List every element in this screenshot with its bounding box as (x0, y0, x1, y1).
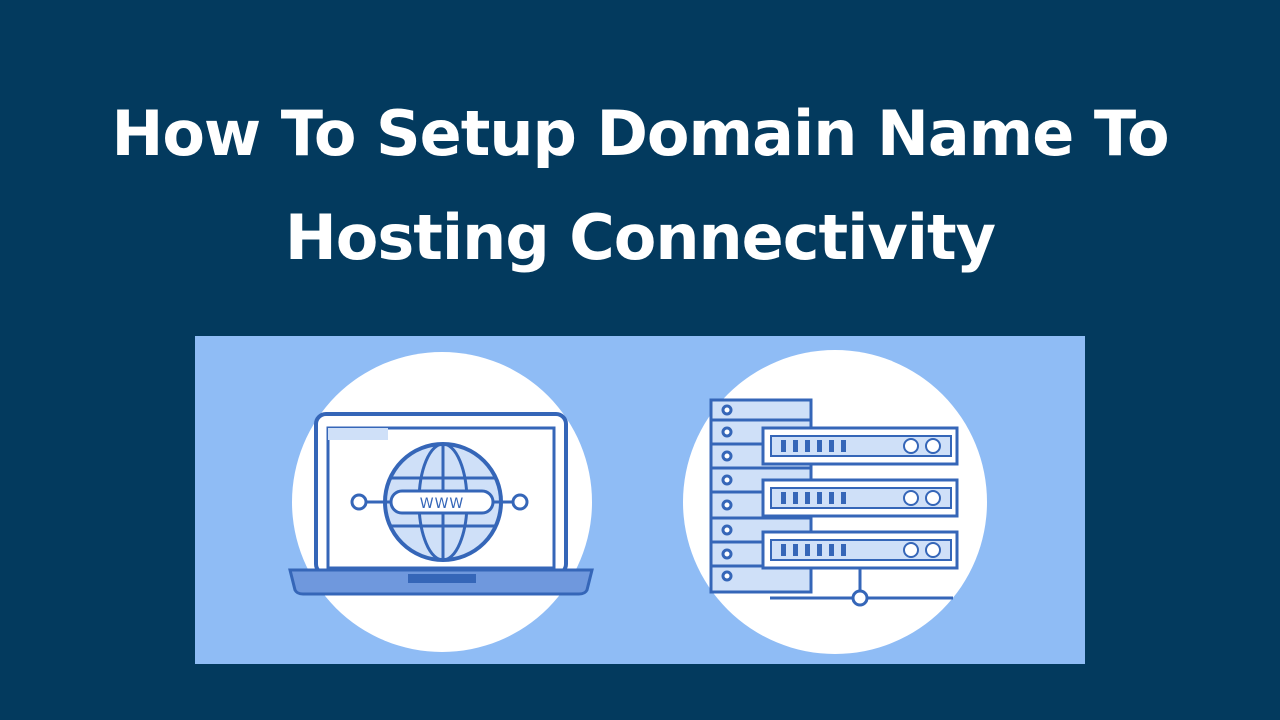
title-line-2: Hosting Connectivity (284, 201, 996, 274)
globe-icon: WWW (350, 442, 529, 562)
title-line-1: How To Setup Domain Name To (111, 97, 1169, 170)
server-rack-icon (709, 398, 959, 607)
page-title: How To Setup Domain Name To Hosting Conn… (0, 82, 1280, 290)
www-label: WWW (420, 496, 465, 512)
illustration-svg: WWW (288, 350, 987, 654)
illustration-panel: WWW (195, 336, 1085, 664)
